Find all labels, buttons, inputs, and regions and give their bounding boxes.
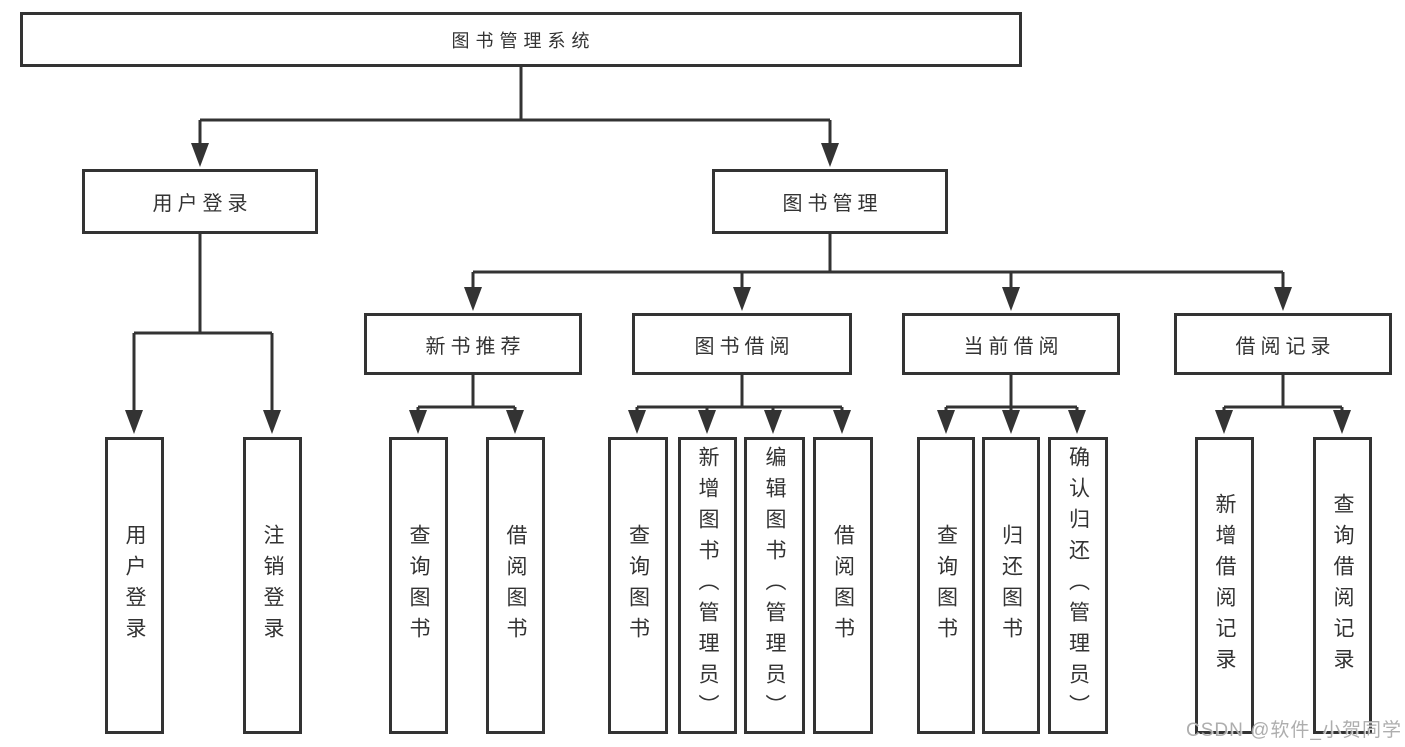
- node-label: 用户登录: [123, 523, 146, 648]
- node-current-borrowing: 当前借阅: [902, 313, 1120, 375]
- watermark: CSDN @软件_小贺同学: [1186, 720, 1402, 741]
- node-label: 借阅图书: [504, 523, 527, 648]
- arrowhead: [506, 410, 524, 434]
- connector-borrow-records-children: [1222, 375, 1344, 412]
- node-label: 新增图书（管理员）: [696, 446, 719, 725]
- node-label: 新增借阅记录: [1213, 492, 1236, 679]
- arrowhead: [821, 143, 839, 167]
- node-user-login-branch: 用户登录: [82, 169, 318, 234]
- arrowhead: [628, 410, 646, 434]
- arrowhead: [1215, 410, 1233, 434]
- node-label: 图书管理系统: [451, 30, 596, 51]
- node-label: 用户登录: [152, 193, 253, 215]
- arrowhead: [1333, 410, 1351, 434]
- connector-new-books-children: [416, 375, 517, 412]
- node-label: 借阅图书: [831, 523, 855, 648]
- node-leaf-logout: 注销登录: [243, 437, 302, 734]
- arrowhead: [1274, 287, 1292, 311]
- node-book-borrowing: 图书借阅: [632, 313, 852, 375]
- node-leaf-query-books-3: 查询图书: [917, 437, 975, 734]
- connector-current-borrow-children: [944, 375, 1079, 412]
- arrowhead: [698, 410, 716, 434]
- connector-book-borrow-children: [635, 375, 844, 412]
- arrowhead: [191, 143, 209, 167]
- node-leaf-borrow-books-2: 借阅图书: [813, 437, 873, 734]
- node-leaf-add-books-admin: 新增图书（管理员）: [678, 437, 737, 734]
- arrowhead: [1068, 410, 1086, 434]
- node-leaf-query-books-1: 查询图书: [389, 437, 448, 734]
- node-label: 新书推荐: [425, 335, 526, 358]
- arrowhead: [125, 410, 143, 434]
- node-leaf-add-borrow-record: 新增借阅记录: [1195, 437, 1254, 734]
- node-leaf-return-books: 归还图书: [982, 437, 1040, 734]
- node-label: 归还图书: [999, 523, 1023, 648]
- node-root-library-system: 图书管理系统: [20, 12, 1022, 67]
- arrowhead: [833, 410, 851, 434]
- node-borrowing-records: 借阅记录: [1174, 313, 1392, 375]
- node-label: 查询图书: [626, 523, 650, 648]
- connector-book-mgmt-children: [471, 234, 1285, 289]
- arrowhead: [1002, 410, 1020, 434]
- node-label: 图书管理: [782, 193, 883, 215]
- connector-root-to-level2: [198, 67, 832, 145]
- arrowhead: [263, 410, 281, 434]
- node-label: 注销登录: [261, 523, 284, 648]
- node-new-book-recommend: 新书推荐: [364, 313, 582, 375]
- arrowhead: [764, 410, 782, 434]
- arrowhead: [733, 287, 751, 311]
- node-leaf-borrow-books-1: 借阅图书: [486, 437, 545, 734]
- arrowhead: [464, 287, 482, 311]
- arrowhead: [1002, 287, 1020, 311]
- node-leaf-query-books-2: 查询图书: [608, 437, 668, 734]
- node-leaf-edit-books-admin: 编辑图书（管理员）: [744, 437, 805, 734]
- arrowhead: [937, 410, 955, 434]
- node-label: 借阅记录: [1235, 335, 1336, 358]
- node-leaf-query-borrow-record: 查询借阅记录: [1313, 437, 1372, 734]
- node-leaf-confirm-return-admin: 确认归还（管理员）: [1048, 437, 1108, 734]
- connector-user-login-children: [132, 234, 274, 412]
- node-book-management-branch: 图书管理: [712, 169, 948, 234]
- arrowhead: [409, 410, 427, 434]
- node-leaf-user-login: 用户登录: [105, 437, 164, 734]
- node-label: 确认归还（管理员）: [1066, 446, 1090, 725]
- node-label: 查询图书: [934, 523, 958, 648]
- node-label: 编辑图书（管理员）: [763, 446, 786, 725]
- node-label: 查询图书: [407, 523, 430, 648]
- node-label: 查询借阅记录: [1331, 492, 1354, 679]
- node-label: 当前借阅: [963, 335, 1064, 358]
- node-label: 图书借阅: [694, 335, 795, 358]
